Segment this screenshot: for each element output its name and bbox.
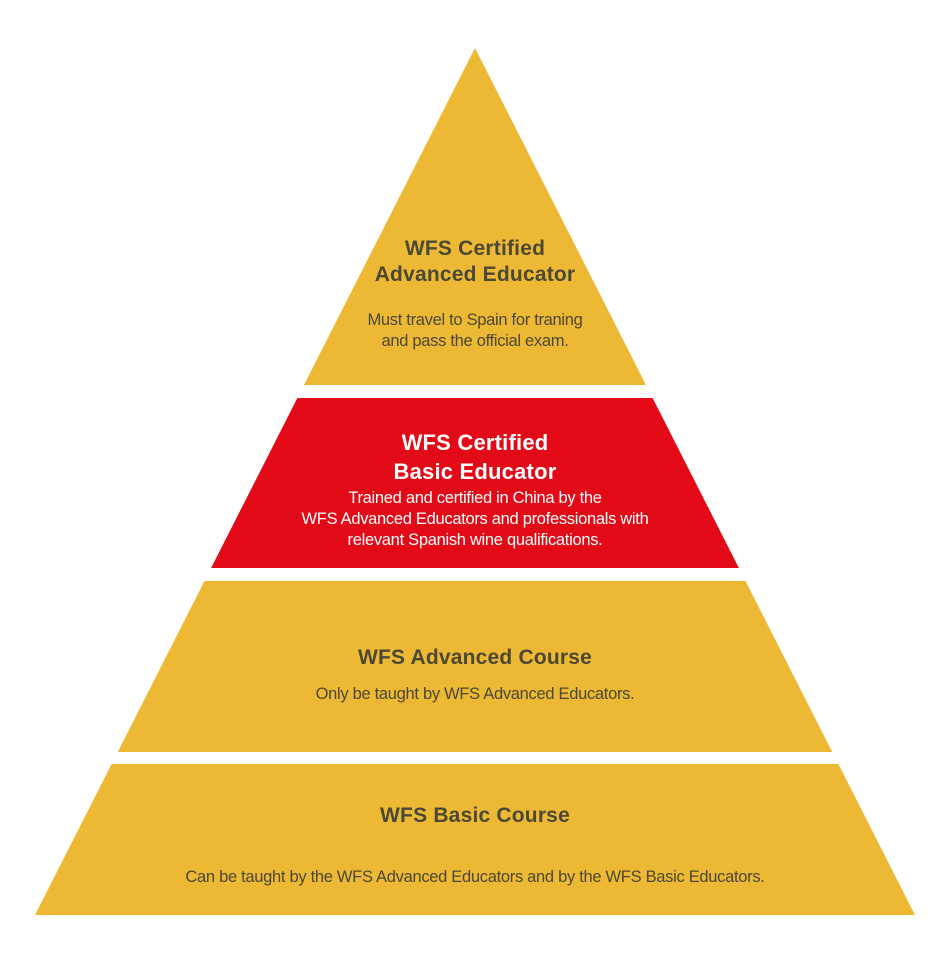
tier-title: WFS Certified Basic Educator — [0, 428, 950, 486]
tier-basic-educator: WFS Certified Basic Educator Trained and… — [0, 428, 950, 551]
tier-title-line: Advanced Educator — [374, 263, 576, 286]
tier-shape-advanced-course — [117, 581, 833, 752]
tier-title: WFS Advanced Course — [0, 645, 950, 671]
tier-description-line: Can be taught by the WFS Advanced Educat… — [185, 868, 765, 886]
tier-description: Must travel to Spain for traning and pas… — [0, 310, 950, 352]
tier-shape-basic-educator — [211, 398, 739, 568]
tier-title: WFS Certified Advanced Educator — [0, 236, 950, 288]
tier-title-line: WFS Certified — [404, 237, 546, 260]
tier-title-line: Basic Educator — [393, 459, 557, 484]
tier-description-line: Only be taught by WFS Advanced Educators… — [315, 685, 635, 703]
tier-description: Trained and certified in China by the WF… — [0, 488, 950, 551]
tier-description-line: Must travel to Spain for traning — [367, 311, 583, 329]
tier-advanced-educator: WFS Certified Advanced Educator Must tra… — [0, 236, 950, 352]
tier-title-line: WFS Advanced Course — [357, 646, 593, 669]
tier-basic-course: WFS Basic Course Can be taught by the WF… — [0, 803, 950, 888]
tier-description-line: WFS Advanced Educators and professionals… — [301, 510, 649, 528]
tier-title: WFS Basic Course — [0, 803, 950, 829]
tier-description-line: relevant Spanish wine qualifications. — [347, 531, 603, 549]
tier-description-line: Trained and certified in China by the — [348, 489, 602, 507]
tier-description-line: and pass the official exam. — [381, 332, 569, 350]
tier-shape-basic-course — [35, 764, 915, 915]
tier-advanced-course: WFS Advanced Course Only be taught by WF… — [0, 645, 950, 705]
tier-title-line: WFS Basic Course — [380, 804, 570, 827]
tier-shape-advanced-educator — [303, 48, 647, 385]
tier-description: Can be taught by the WFS Advanced Educat… — [0, 867, 950, 888]
tier-description: Only be taught by WFS Advanced Educators… — [0, 684, 950, 705]
tier-title-line: WFS Certified — [401, 430, 549, 455]
